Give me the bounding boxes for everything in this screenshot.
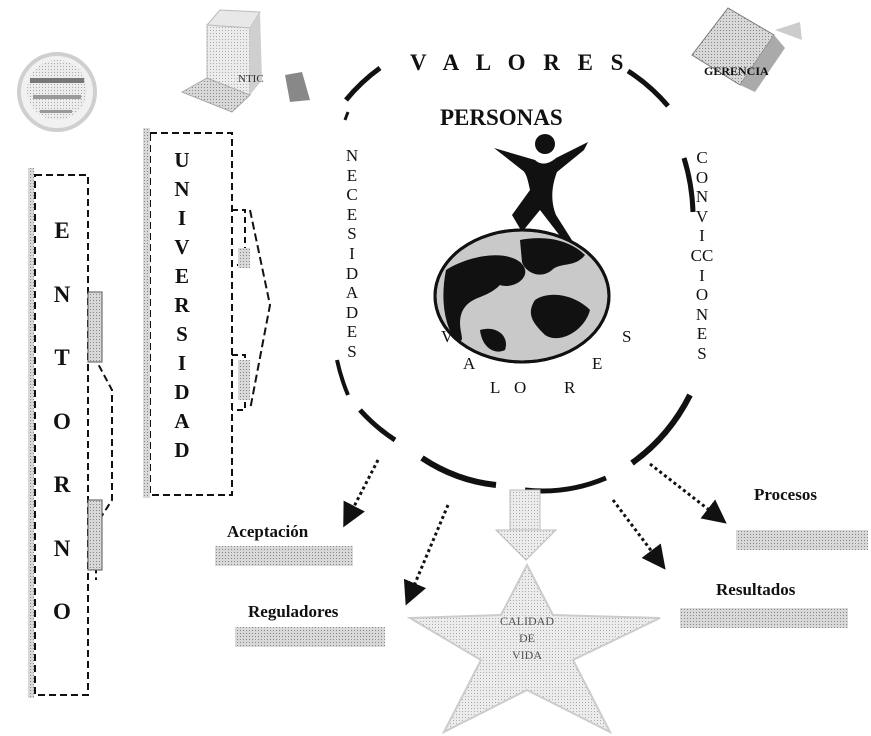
entorno-letter: N [53,281,71,307]
entorno-letter: T [54,345,70,370]
aceptacion-bar [215,546,353,566]
universidad-letter: A [174,409,190,433]
globe-icon [433,228,611,364]
necesidades-letter: D [345,302,359,322]
necesidades-letter: N [345,146,359,165]
star-text-line: DE [519,631,535,645]
convicciones-letter: O [695,285,709,305]
procesos-bar [736,530,868,550]
star-text-line: VIDA [512,648,542,662]
convicciones-letter: I [699,265,705,285]
small-globe-icon [17,52,97,132]
star-text: CALIDAD DE VIDA [477,613,577,664]
convicciones-letter: I [699,226,705,246]
gerencia-block-icon [691,7,802,92]
necesidades-letter: D [345,263,359,283]
universidad-letter: I [177,351,187,375]
reguladores-bar [235,627,385,647]
convicciones-letter: N [695,187,709,207]
convicciones-letter: E [696,324,708,344]
necesidades-letter: E [346,204,358,224]
globe-valores-s: S [622,327,632,346]
resultados-label: Resultados [716,580,796,599]
convicciones-letter: C [696,148,708,167]
globe-valores-l: L [490,378,501,397]
convicciones-letter: S [697,343,707,363]
universidad-label: U N I V E R S I D A D [167,148,197,467]
ntic-label: NTIC [238,73,264,85]
entorno-letter: O [53,599,71,624]
entorno-label: E N T O R N O [48,218,76,663]
necesidades-letter: I [349,243,355,263]
necesidades-label: N E C E S I D A D E S [342,146,362,362]
gerencia-label: GERENCIA [704,64,769,78]
star-text-line: CALIDAD [500,614,554,628]
calidad-star [406,562,661,735]
necesidades-letter: S [347,224,357,244]
entorno-letter: O [53,408,71,434]
procesos-label: Procesos [754,485,817,504]
globe-valores-a: A [463,354,476,373]
person-figure-icon [494,134,588,245]
aceptacion-label: Aceptación [227,522,309,541]
globe-valores-v: V [441,327,454,346]
universidad-letter: D [174,380,190,404]
universidad-letter: V [174,235,190,259]
universidad-letter: N [174,177,190,201]
universidad-frame [143,128,272,498]
universidad-letter: E [174,264,189,288]
convicciones-letter: CC [690,245,714,265]
entorno-letter: N [53,535,71,561]
convicciones-letter: V [695,206,709,226]
globe-valores-e: E [592,354,603,373]
convicciones-label: C O N V I CC I O N E S [688,148,716,364]
entorno-letter: R [53,472,71,497]
entorno-frame [28,168,113,698]
globe-valores-r: R [564,378,576,397]
entorno-letter: E [54,218,70,243]
personas-label: PERSONAS [440,105,563,130]
universidad-letter: D [174,438,190,462]
ntic-block-icon [180,9,310,113]
down-arrow [494,489,558,561]
resultados-bar [680,608,848,628]
necesidades-letter: C [346,185,358,205]
universidad-letter: S [176,322,188,346]
convicciones-letter: O [695,167,709,187]
globe-valores-o: O [514,378,527,397]
convicciones-letter: N [695,304,709,324]
necesidades-letter: A [345,283,359,303]
necesidades-letter: E [346,165,358,185]
universidad-letter: U [174,148,190,172]
reguladores-label: Reguladores [248,602,339,621]
necesidades-letter: E [346,322,358,342]
universidad-letter: I [177,206,187,230]
necesidades-letter: S [347,341,357,361]
universidad-letter: R [174,293,190,317]
valores-top-label: V A L O R E S [410,50,630,75]
dotted-arrows [343,459,727,606]
